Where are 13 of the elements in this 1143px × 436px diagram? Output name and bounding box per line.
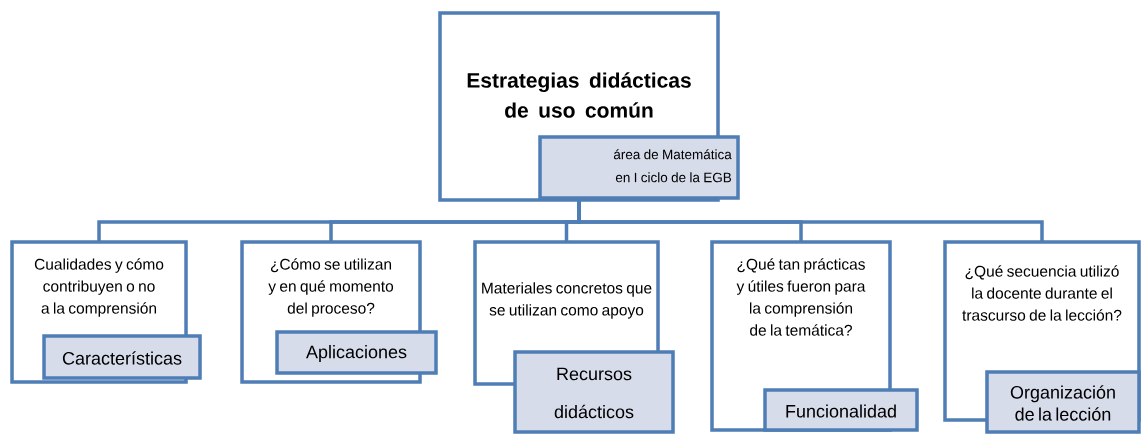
category-box: ¿Qué secuencia utilizó la docente durante el trascurso de la lección? Organización de la lección [943,240,1141,434]
label-tab: área de Matemática en I ciclo de la EGB [538,135,740,200]
label-tab: Organización de la lección [985,370,1141,434]
category-box: ¿Cómo se utilizan y en qué momento del proceso? Aplicaciones [240,240,438,384]
title-box: Estrategias didácticas de uso común área de Matemática en I ciclo de la EGB [438,11,740,202]
category-box: ¿Qué tan prácticas y útiles fueron para la comprensión de la temática? Funcionalidad [710,240,919,432]
label-tab: Características [42,334,202,380]
category-box: Cualidades y cómo contribuyen o no a la comprensión Características [10,240,202,384]
category-box: Materiales concretos que se utilizan como apoyo Recursos didácticos [473,240,675,434]
label-tab: Aplicaciones [275,330,438,375]
connector [577,200,1044,242]
label-tab: Recursos didácticos [513,350,675,434]
label-tab: Funcionalidad [763,388,919,432]
